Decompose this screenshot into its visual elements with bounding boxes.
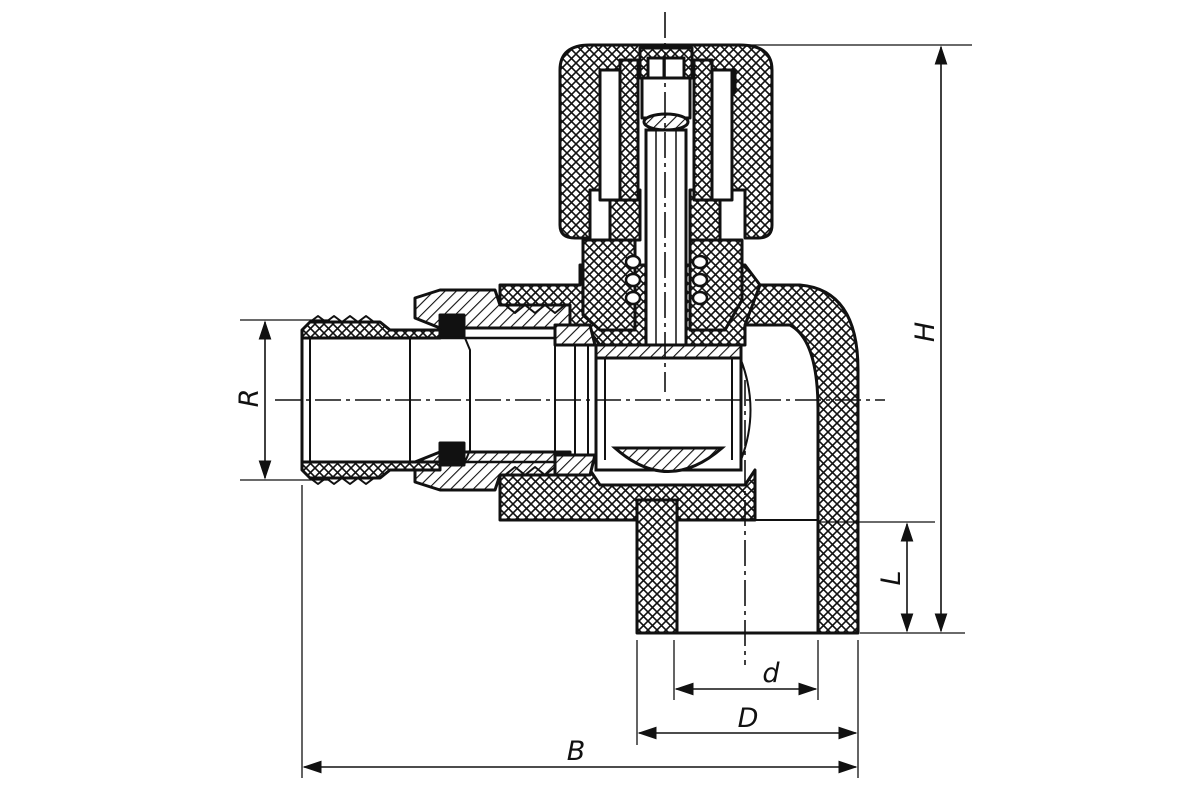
elbow-wall — [743, 283, 860, 635]
dimension-lines — [258, 45, 948, 774]
ball-top-seat — [594, 343, 743, 360]
label-H: H — [910, 322, 941, 342]
body-lower-wall — [498, 468, 757, 522]
cap-slot-right — [710, 68, 734, 202]
cap-inner-right — [692, 58, 714, 202]
seal-ring-bottom — [438, 441, 466, 467]
seal-ring-top — [438, 313, 466, 339]
ball-bottom-seat — [611, 446, 727, 473]
tail-shoulder-bottom — [553, 453, 597, 477]
tail-shoulder-top — [553, 323, 597, 347]
cap-inner-left — [618, 58, 640, 202]
tail-thread-teeth-top — [309, 315, 375, 323]
label-L: L — [876, 570, 907, 585]
label-d: d — [762, 658, 780, 689]
stem-collar — [642, 112, 690, 132]
valve-stem — [624, 128, 709, 350]
ball-curve-right — [740, 359, 752, 461]
stem-head — [640, 76, 692, 120]
socket-wall-left — [635, 498, 679, 635]
handwheel-cap — [558, 43, 774, 240]
dimension-labels: R H L d D B — [234, 322, 941, 767]
cap-screw-head — [646, 56, 686, 80]
union-nut — [413, 288, 572, 492]
tail-thread-teeth-bottom — [309, 477, 375, 485]
stem-shaft — [644, 128, 688, 350]
stem-o-rings — [624, 254, 709, 306]
tail-thread-bottom — [300, 460, 442, 480]
valve-ball — [594, 343, 752, 473]
tail-thread-top — [300, 320, 442, 340]
label-D: D — [738, 703, 759, 734]
label-R: R — [234, 389, 265, 408]
cap-slot-left — [598, 68, 622, 202]
label-B: B — [567, 736, 586, 767]
extension-lines — [240, 44, 972, 778]
center-lines — [275, 12, 885, 665]
nut-thread-top — [504, 304, 566, 314]
